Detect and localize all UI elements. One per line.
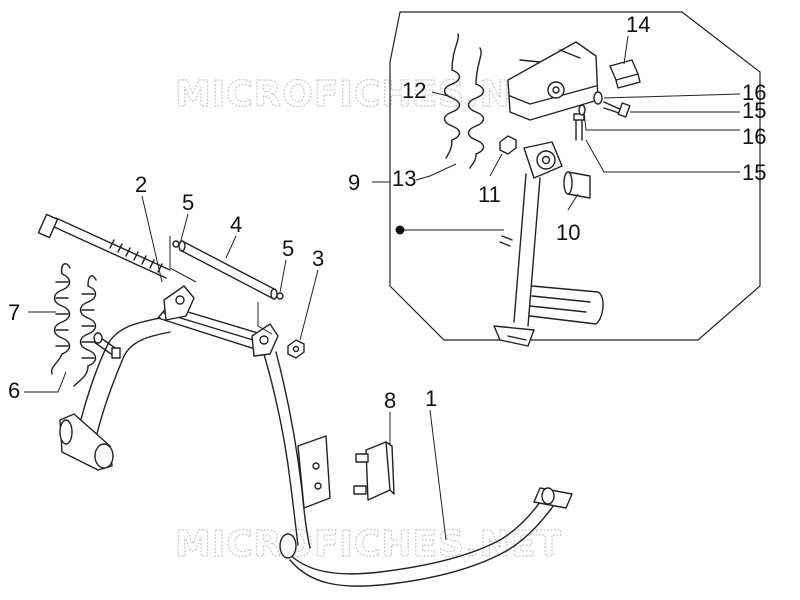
inset-nut: [499, 135, 517, 155]
callout-11: 11: [478, 182, 501, 207]
inset-springs: [443, 33, 485, 169]
clip: [609, 59, 641, 89]
callout-5a: 5: [182, 190, 194, 215]
long-bolt: [37, 213, 171, 279]
side-stand: [493, 141, 604, 347]
callouts: 1 2 3 4 5 5 6 7 8 9 10 11 12 13 14 16 15…: [8, 12, 766, 413]
leader-lines: [24, 35, 741, 541]
callout-dot: [395, 225, 405, 235]
callout-3: 3: [312, 246, 324, 271]
callout-2: 2: [135, 172, 147, 197]
callout-9: 9: [348, 170, 360, 195]
callout-1: 1: [425, 386, 437, 411]
inset-pin: [499, 235, 513, 247]
washer-and-bolt: [578, 91, 631, 118]
sleeve-with-washers: [169, 236, 284, 335]
watermark-top: MICROFICHES.NET: [175, 74, 562, 115]
callout-10: 10: [556, 220, 580, 245]
callout-6: 6: [8, 378, 20, 403]
rubber-buffer: [353, 441, 395, 501]
callout-16b: 16: [742, 124, 766, 149]
spring-pin: [93, 332, 121, 359]
callout-15a: 15: [742, 98, 766, 123]
small-bolt: [573, 113, 585, 141]
callout-16a: 16: [742, 80, 766, 105]
callout-5b: 5: [282, 236, 294, 261]
watermark-bottom: MICROFICHES.NET: [175, 524, 562, 565]
callout-15b: 15: [742, 160, 766, 185]
return-springs: [50, 263, 97, 387]
nut: [287, 339, 305, 359]
callout-14: 14: [626, 12, 650, 37]
callout-12: 12: [402, 78, 426, 103]
pivot-bolt: [563, 171, 591, 199]
center-stand: [59, 285, 573, 587]
callout-13: 13: [392, 166, 416, 191]
callout-4: 4: [230, 212, 242, 237]
callout-7: 7: [8, 300, 20, 325]
callout-8: 8: [384, 388, 396, 413]
inset-panel: [389, 11, 761, 341]
